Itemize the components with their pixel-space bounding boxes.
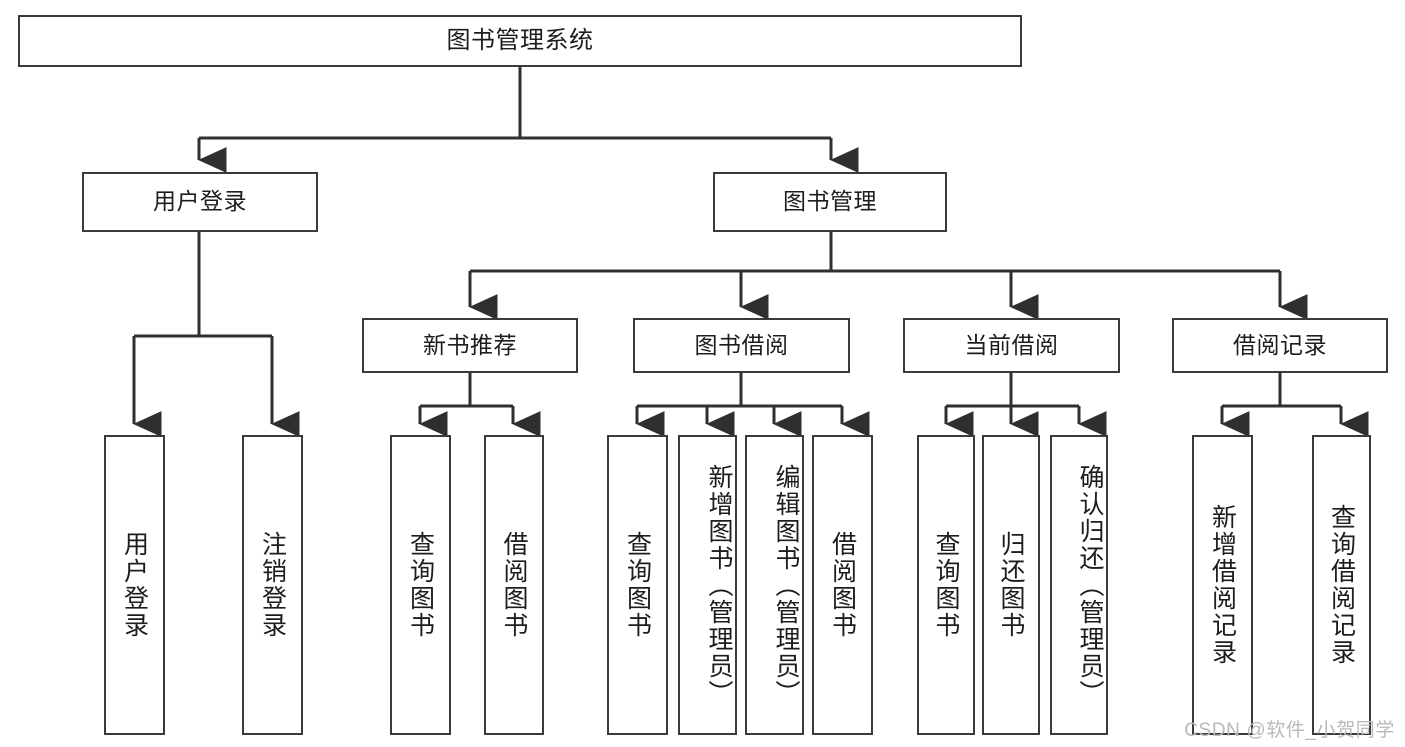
leaf-current-query-book[interactable]: 查询图书 bbox=[917, 435, 975, 735]
leaf-user-login[interactable]: 用户登录 bbox=[104, 435, 165, 735]
leaf-record-add-borrow-record[interactable]: 新增借阅记录 bbox=[1192, 435, 1253, 735]
node-user-login[interactable]: 用户登录 bbox=[82, 172, 318, 232]
watermark-text: CSDN @软件_小贺同学 bbox=[1184, 720, 1395, 741]
node-label: 借阅记录 bbox=[1233, 331, 1327, 358]
leaf-record-query-borrow-record[interactable]: 查询借阅记录 bbox=[1312, 435, 1371, 735]
node-label: 注销登录 bbox=[258, 531, 287, 639]
node-label: 用户登录 bbox=[153, 188, 247, 215]
leaf-borrow-borrow-book[interactable]: 借阅图书 bbox=[812, 435, 873, 735]
node-label: 借阅图书 bbox=[500, 531, 528, 639]
node-borrow-record[interactable]: 借阅记录 bbox=[1172, 318, 1388, 373]
leaf-user-logout[interactable]: 注销登录 bbox=[242, 435, 303, 735]
leaf-borrow-add-book-admin[interactable]: 新增图书（管理员） bbox=[678, 435, 737, 735]
node-label: 新书推荐 bbox=[423, 331, 517, 358]
node-root-system[interactable]: 图书管理系统 bbox=[18, 15, 1022, 67]
node-new-book-recommend[interactable]: 新书推荐 bbox=[362, 318, 578, 373]
leaf-newbook-query-book[interactable]: 查询图书 bbox=[390, 435, 451, 735]
node-book-management[interactable]: 图书管理 bbox=[713, 172, 947, 232]
node-label: 图书管理系统 bbox=[446, 26, 594, 54]
node-book-borrow[interactable]: 图书借阅 bbox=[633, 318, 850, 373]
node-label: 借阅图书 bbox=[828, 531, 857, 639]
node-label: 新增图书（管理员） bbox=[705, 463, 733, 707]
node-label: 图书借阅 bbox=[694, 331, 789, 358]
node-label: 归还图书 bbox=[997, 531, 1025, 639]
leaf-borrow-query-book[interactable]: 查询图书 bbox=[607, 435, 668, 735]
leaf-borrow-edit-book-admin[interactable]: 编辑图书（管理员） bbox=[745, 435, 804, 735]
node-current-borrow[interactable]: 当前借阅 bbox=[903, 318, 1120, 373]
leaf-current-confirm-return-admin[interactable]: 确认归还（管理员） bbox=[1050, 435, 1108, 735]
node-label: 查询图书 bbox=[932, 531, 960, 639]
leaf-newbook-borrow-book[interactable]: 借阅图书 bbox=[484, 435, 544, 735]
node-label: 新增借阅记录 bbox=[1208, 504, 1237, 666]
node-label: 用户登录 bbox=[120, 531, 149, 639]
node-label: 确认归还（管理员） bbox=[1076, 463, 1104, 707]
leaf-current-return-book[interactable]: 归还图书 bbox=[982, 435, 1040, 735]
node-label: 查询图书 bbox=[623, 531, 652, 639]
node-label: 查询图书 bbox=[406, 531, 435, 639]
node-label: 编辑图书（管理员） bbox=[772, 463, 800, 707]
node-label: 图书管理 bbox=[783, 188, 877, 215]
node-label: 当前借阅 bbox=[964, 331, 1059, 358]
node-label: 查询借阅记录 bbox=[1327, 504, 1356, 666]
